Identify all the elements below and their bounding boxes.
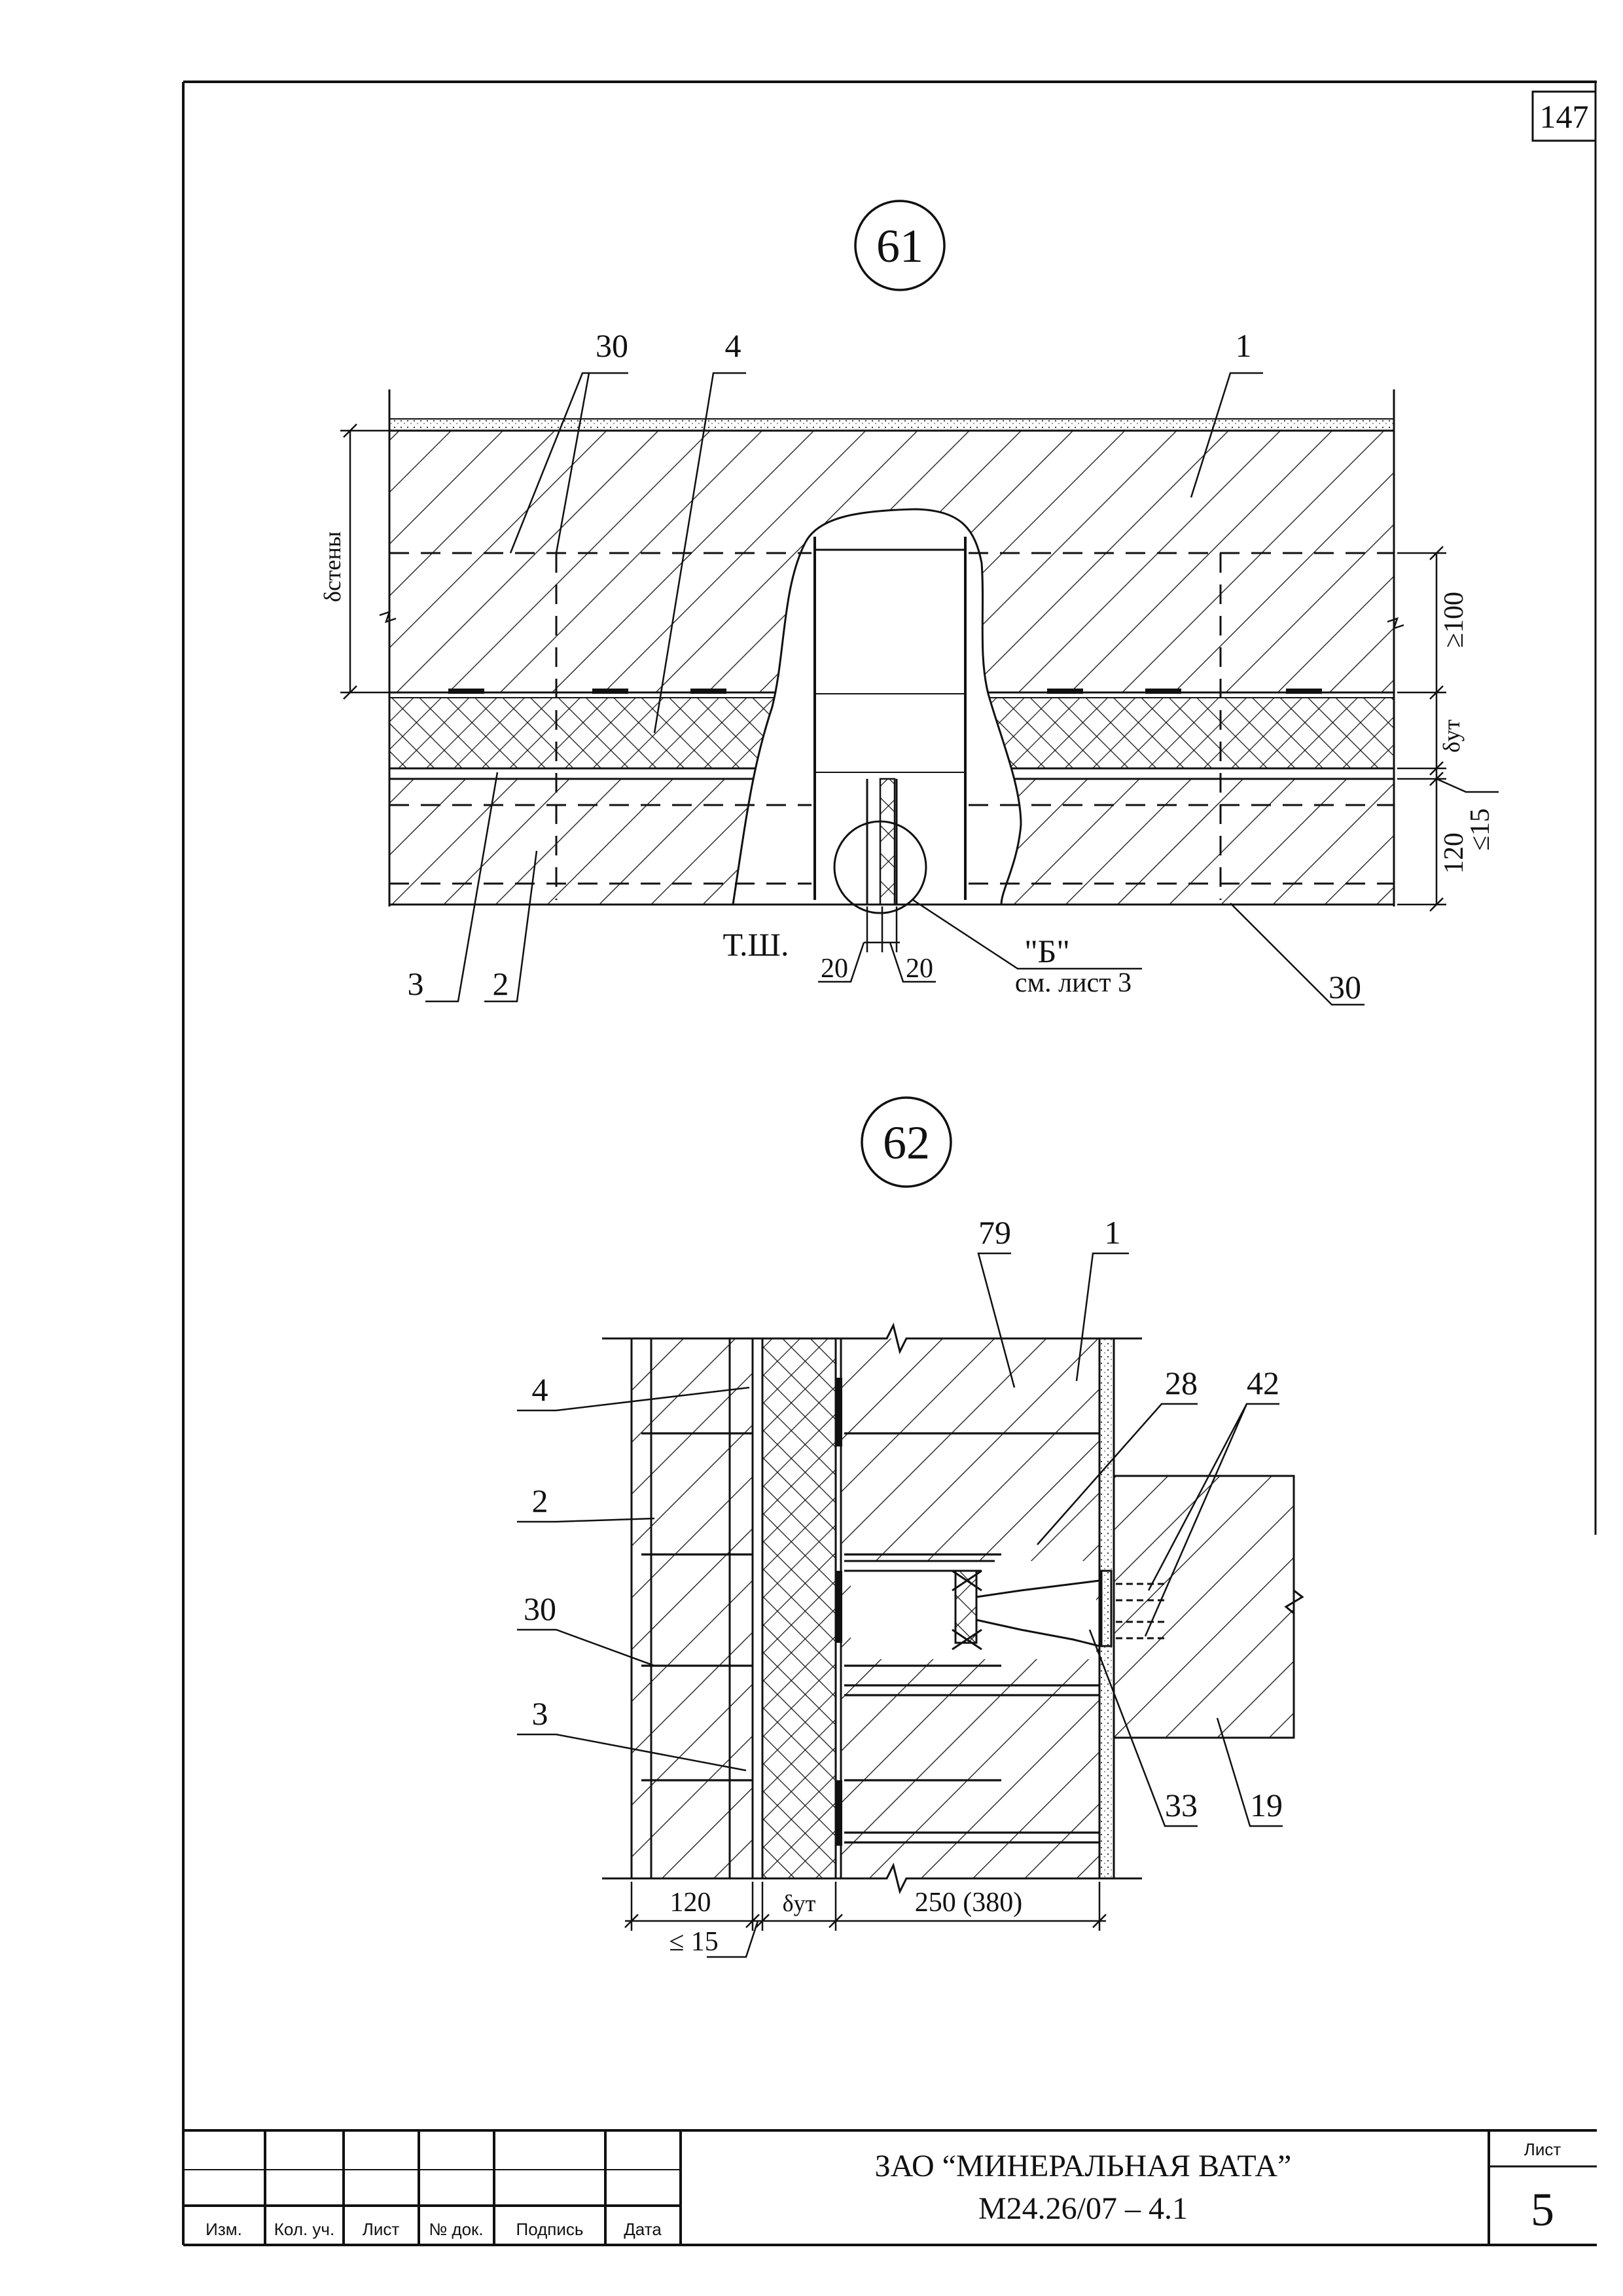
joint-dims bbox=[818, 906, 936, 983]
label-42-62: 42 bbox=[1247, 1365, 1279, 1401]
detail-62: 62 bbox=[517, 1096, 1304, 1958]
leaders-61 bbox=[425, 372, 1364, 1006]
node-b-circle bbox=[833, 820, 927, 914]
label-4-top: 4 bbox=[725, 327, 741, 364]
detail-61-marker-text: 61 bbox=[876, 220, 923, 272]
insulation-layer-62 bbox=[762, 1338, 836, 1878]
wall-thickness-label: δстены bbox=[319, 531, 346, 602]
title-block bbox=[183, 2129, 1597, 2246]
label-30-62: 30 bbox=[524, 1590, 556, 1627]
detail-61-marker: 61 bbox=[854, 200, 946, 291]
sheet-frame bbox=[182, 81, 1597, 2245]
plaster-layer bbox=[389, 418, 1395, 431]
detail-62-marker: 62 bbox=[861, 1096, 952, 1188]
corner-sheet-number: 147 bbox=[1531, 90, 1597, 142]
tb-code: М24.26/07 – 4.1 bbox=[978, 2191, 1188, 2226]
joint-label: Т.Ш. bbox=[723, 926, 789, 963]
node-b-label: "Б" bbox=[1024, 933, 1070, 969]
dim-gap-62: ≤ 15 bbox=[669, 1927, 719, 1957]
leaders-62 bbox=[517, 1252, 1283, 1827]
tie-depth-dim: ≥100 bbox=[1439, 592, 1469, 648]
detail-62-marker-text: 62 bbox=[883, 1117, 930, 1169]
label-3-bottom: 3 bbox=[408, 965, 424, 1002]
tb-col-izm: Изм. bbox=[205, 2219, 242, 2239]
plaster-strip-62 bbox=[1099, 1338, 1114, 1878]
label-4-62: 4 bbox=[532, 1371, 548, 1408]
node-b-leader bbox=[912, 899, 1142, 970]
label-79-62: 79 bbox=[978, 1214, 1011, 1251]
dim-facing-62: 120 bbox=[670, 1888, 711, 1918]
dim-wall-62: 250 (380) bbox=[915, 1888, 1022, 1918]
gap-max-dim: ≤15 bbox=[1465, 808, 1495, 851]
bottom-dim-chain-62 bbox=[624, 1882, 1107, 1958]
tb-col-list: Лист bbox=[363, 2219, 400, 2239]
wall-thickness-dim bbox=[340, 423, 397, 700]
corner-sheet-number-text: 147 bbox=[1540, 98, 1589, 135]
thermal-joint bbox=[879, 778, 896, 906]
label-30-top: 30 bbox=[596, 327, 628, 364]
label-19-62: 19 bbox=[1250, 1787, 1283, 1823]
label-30-bottom: 30 bbox=[1329, 969, 1361, 1005]
label-2-62: 2 bbox=[532, 1482, 548, 1519]
tb-sheet-label: Лист bbox=[1524, 2140, 1561, 2159]
label-2-bottom: 2 bbox=[493, 965, 509, 1002]
tb-col-kol-uch: Кол. уч. bbox=[274, 2219, 334, 2239]
label-3-62: 3 bbox=[532, 1695, 548, 1732]
tb-col-sign: Подпись bbox=[516, 2219, 584, 2239]
tie-lines-61 bbox=[389, 552, 1394, 900]
label-28-62: 28 bbox=[1165, 1365, 1198, 1401]
label-1-62: 1 bbox=[1105, 1214, 1121, 1251]
facing-thickness-dim: 120 bbox=[1439, 833, 1469, 874]
joint-dim-right: 20 bbox=[906, 954, 933, 984]
dim-insulation-62: δут bbox=[783, 1890, 816, 1916]
node-b-ref: см. лист 3 bbox=[1015, 968, 1132, 998]
insulation-thickness-label: δут bbox=[1438, 719, 1465, 753]
label-33-62: 33 bbox=[1165, 1787, 1198, 1823]
break-lines-62 bbox=[602, 1322, 1304, 1895]
facing-layer-62 bbox=[632, 1338, 753, 1878]
anchor-assembly bbox=[844, 1560, 1165, 1651]
detail-61: 61 bbox=[319, 200, 1499, 1006]
right-dim-chain-61 bbox=[1387, 546, 1499, 912]
label-1-top: 1 bbox=[1236, 327, 1252, 364]
tb-sheet-number: 5 bbox=[1531, 2183, 1554, 2236]
tb-col-doc: № док. bbox=[429, 2219, 483, 2239]
tb-org: ЗАО “МИНЕРАЛЬНАЯ ВАТА” bbox=[875, 2149, 1292, 2183]
window-block bbox=[1113, 1475, 1295, 1739]
joint-dim-left: 20 bbox=[821, 954, 848, 984]
ties-62 bbox=[641, 1432, 1099, 1844]
tb-col-date: Дата bbox=[624, 2219, 662, 2239]
